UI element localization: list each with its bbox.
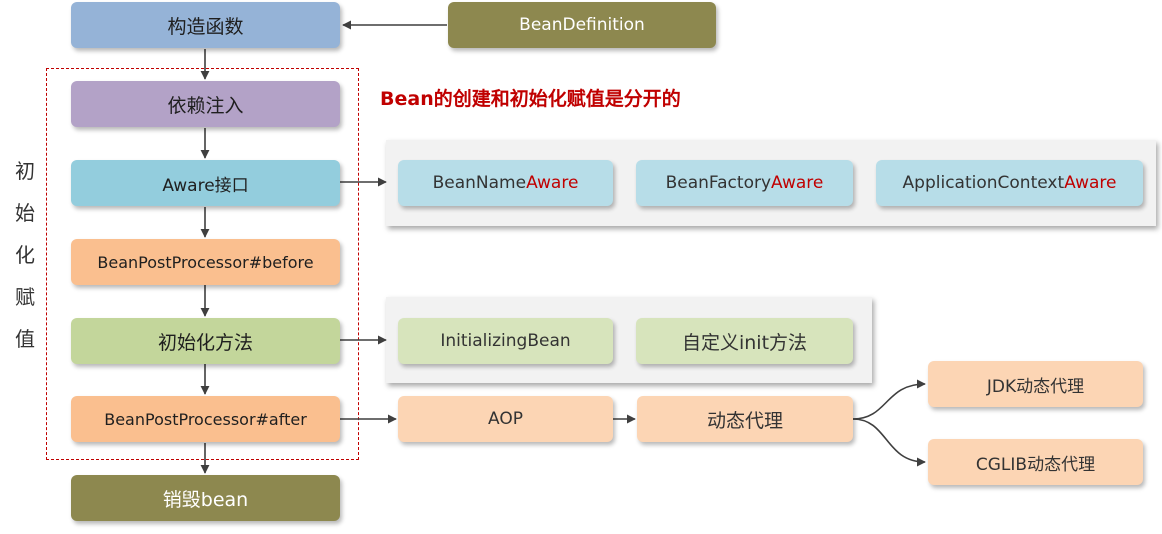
dependency-injection-label: 依赖注入 xyxy=(167,94,244,117)
bean-definition-label: BeanDefinition xyxy=(519,15,645,35)
cglib-proxy-box: CGLIB动态代理 xyxy=(928,439,1143,485)
side-label-char: 始 xyxy=(15,201,35,225)
side-label-char: 初 xyxy=(15,159,35,183)
custom-init-label: 自定义init方法 xyxy=(681,331,808,354)
init-method-label: 初始化方法 xyxy=(157,331,253,354)
aware-prefix: BeanFactory xyxy=(665,173,772,193)
arrow-proxy-to-cglib xyxy=(852,418,926,467)
constructor-box: 构造函数 xyxy=(71,2,340,48)
initialization-region xyxy=(46,68,359,460)
jdk-proxy-box: JDK动态代理 xyxy=(928,361,1143,407)
dynamic-proxy-box: 动态代理 xyxy=(637,396,853,442)
aware-prefix: ApplicationContext xyxy=(902,173,1065,193)
post-processor-before-label: BeanPostProcessor#before xyxy=(97,252,314,272)
jdk-proxy-label: JDK动态代理 xyxy=(986,376,1085,397)
post-processor-after-box: BeanPostProcessor#after xyxy=(71,396,340,442)
bean-definition-box: BeanDefinition xyxy=(448,2,716,48)
destroy-bean-label: 销毁bean xyxy=(162,488,249,511)
post-processor-before-box: BeanPostProcessor#before xyxy=(71,239,340,285)
initializing-bean-label: InitializingBean xyxy=(440,331,571,351)
init-method-box: 初始化方法 xyxy=(71,318,340,364)
constructor-label: 构造函数 xyxy=(167,15,244,38)
destroy-bean-box: 销毁bean xyxy=(71,475,340,521)
initializing-bean-box: InitializingBean xyxy=(398,318,613,364)
cglib-proxy-label: CGLIB动态代理 xyxy=(975,454,1096,475)
arrow-proxy-to-jdk xyxy=(852,379,926,420)
aware-suffix: Aware xyxy=(1064,173,1117,193)
dependency-injection-box: 依赖注入 xyxy=(71,81,340,127)
aop-box: AOP xyxy=(398,396,613,442)
aware-suffix: Aware xyxy=(771,173,824,193)
custom-init-box: 自定义init方法 xyxy=(636,318,853,364)
dynamic-proxy-label: 动态代理 xyxy=(706,409,783,432)
aware-suffix: Aware xyxy=(526,173,579,193)
side-label-char: 赋 xyxy=(15,285,35,309)
note-text: Bean的创建和初始化赋值是分开的 xyxy=(380,88,681,110)
side-label-char: 化 xyxy=(15,243,35,267)
aware-interface-box: Aware接口 xyxy=(71,160,340,206)
aop-label: AOP xyxy=(488,409,523,429)
side-label: 初 始 化 赋 值 xyxy=(12,150,38,360)
side-label-char: 值 xyxy=(15,327,35,351)
aware-prefix: BeanName xyxy=(432,173,527,193)
post-processor-after-label: BeanPostProcessor#after xyxy=(104,409,307,429)
aware-interface-label: Aware接口 xyxy=(162,175,249,196)
